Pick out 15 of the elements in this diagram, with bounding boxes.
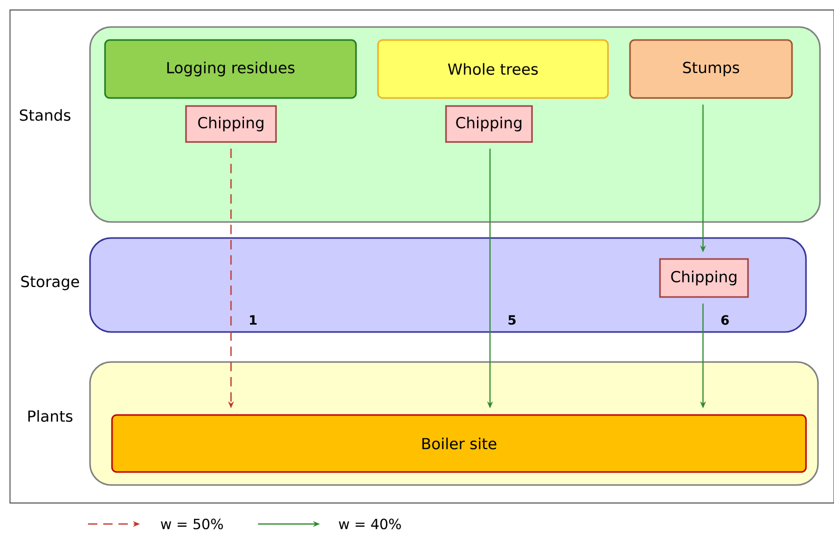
- lane-label: Plants: [28, 410, 72, 422]
- legend-text: w = 40%: [338, 518, 401, 530]
- edge-label: 1: [250, 315, 257, 325]
- process-box: Whole trees: [377, 39, 609, 99]
- edge-label: 5: [508, 315, 516, 325]
- process-box: Logging residues: [104, 39, 357, 99]
- lane-label: Storage: [21, 276, 79, 290]
- edge-label: 6: [721, 315, 729, 325]
- step-box: Chipping: [445, 105, 533, 143]
- process-box: Stumps: [629, 39, 793, 99]
- step-box: Chipping: [185, 105, 277, 143]
- legend-text: w = 50%: [160, 518, 223, 530]
- process-box: Boiler site: [111, 414, 807, 473]
- step-box: Chipping: [659, 258, 749, 298]
- lane-label: Stands: [20, 109, 70, 121]
